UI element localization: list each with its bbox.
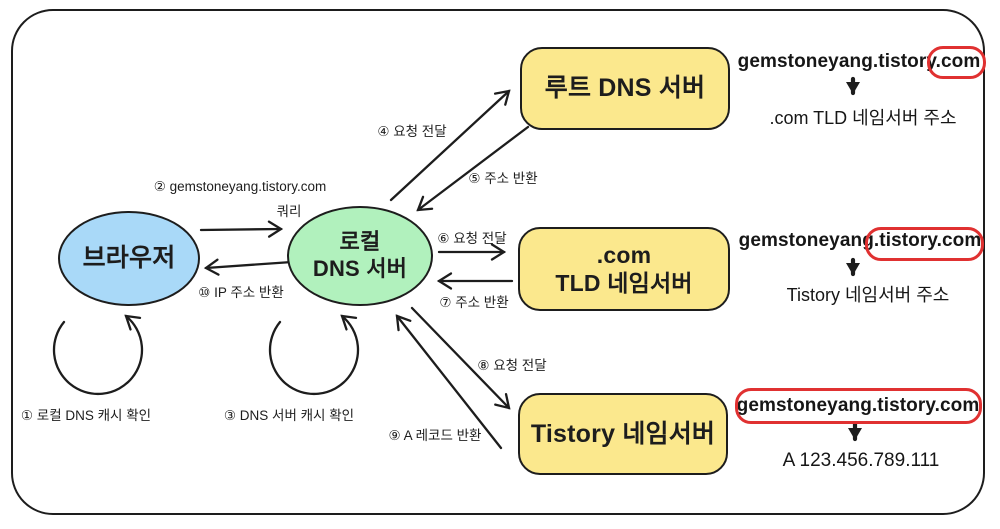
annotation1-red-highlight — [927, 46, 986, 79]
step2-domain-label: ② gemstoneyang.tistory.com — [153, 179, 327, 194]
loop-browser-cache-check — [52, 314, 144, 396]
local-dns-node: 로컬 DNS 서버 — [287, 206, 433, 306]
arrow-address-return-root-to-localdns — [416, 125, 530, 212]
annotation2-red-highlight — [865, 227, 984, 261]
step1-label: ① 로컬 DNS 캐시 확인 — [20, 408, 152, 423]
annotation1-domain: gemstoneyang.tistory.com — [737, 51, 981, 72]
annotation2-result: Tistory 네임서버 주소 — [786, 285, 950, 305]
step6-label: ⑥ 요청 전달 — [437, 231, 507, 246]
browser-node: 브라우저 — [58, 211, 200, 306]
root-dns-node: 루트 DNS 서버 — [520, 47, 730, 130]
arrow-query-browser-to-localdns — [199, 220, 284, 238]
step3-label: ③ DNS 서버 캐시 확인 — [223, 408, 355, 423]
tld-label-line1: .com — [596, 241, 652, 268]
step9-label: ⑨ A 레코드 반환 — [388, 428, 482, 443]
root-dns-label: 루트 DNS 서버 — [544, 74, 706, 103]
step2-query-label: 쿼리 — [276, 204, 302, 219]
step8-label: ⑧ 요청 전달 — [477, 358, 547, 373]
tistory-nameserver-node: Tistory 네임서버 — [518, 393, 728, 475]
step7-label: ⑦ 주소 반환 — [439, 295, 509, 310]
annotation1-result: .com TLD 네임서버 주소 — [769, 108, 957, 128]
local-dns-label-line2: DNS 서버 — [312, 256, 408, 281]
step4-label: ④ 요청 전달 — [377, 124, 447, 139]
arrow-request-localdns-to-tistory — [410, 306, 511, 410]
loop-localdns-cache-check — [268, 314, 360, 396]
annotation2-domain: gemstoneyang.tistory.com — [738, 230, 982, 251]
step5-label: ⑤ 주소 반환 — [468, 171, 538, 186]
tld-label-line2: TLD 네임서버 — [555, 270, 693, 296]
browser-node-label: 브라우저 — [82, 244, 176, 273]
annotation3-domain: gemstoneyang.tistory.com — [736, 395, 980, 416]
annotation3-red-highlight — [735, 388, 982, 424]
step10-label: ⑩ IP 주소 반환 — [198, 285, 284, 300]
local-dns-label-line1: 로컬 — [339, 229, 381, 255]
arrow-a-record-tistory-to-localdns — [395, 314, 503, 450]
arrow-request-localdns-to-root — [389, 89, 511, 202]
tld-nameserver-node: .com TLD 네임서버 — [518, 227, 730, 311]
arrow-ip-return-localdns-to-browser — [203, 258, 294, 276]
tistory-label: Tistory 네임서버 — [530, 419, 716, 448]
diagram-border — [11, 9, 985, 515]
annotation3-result: A 123.456.789.111 — [782, 450, 940, 471]
